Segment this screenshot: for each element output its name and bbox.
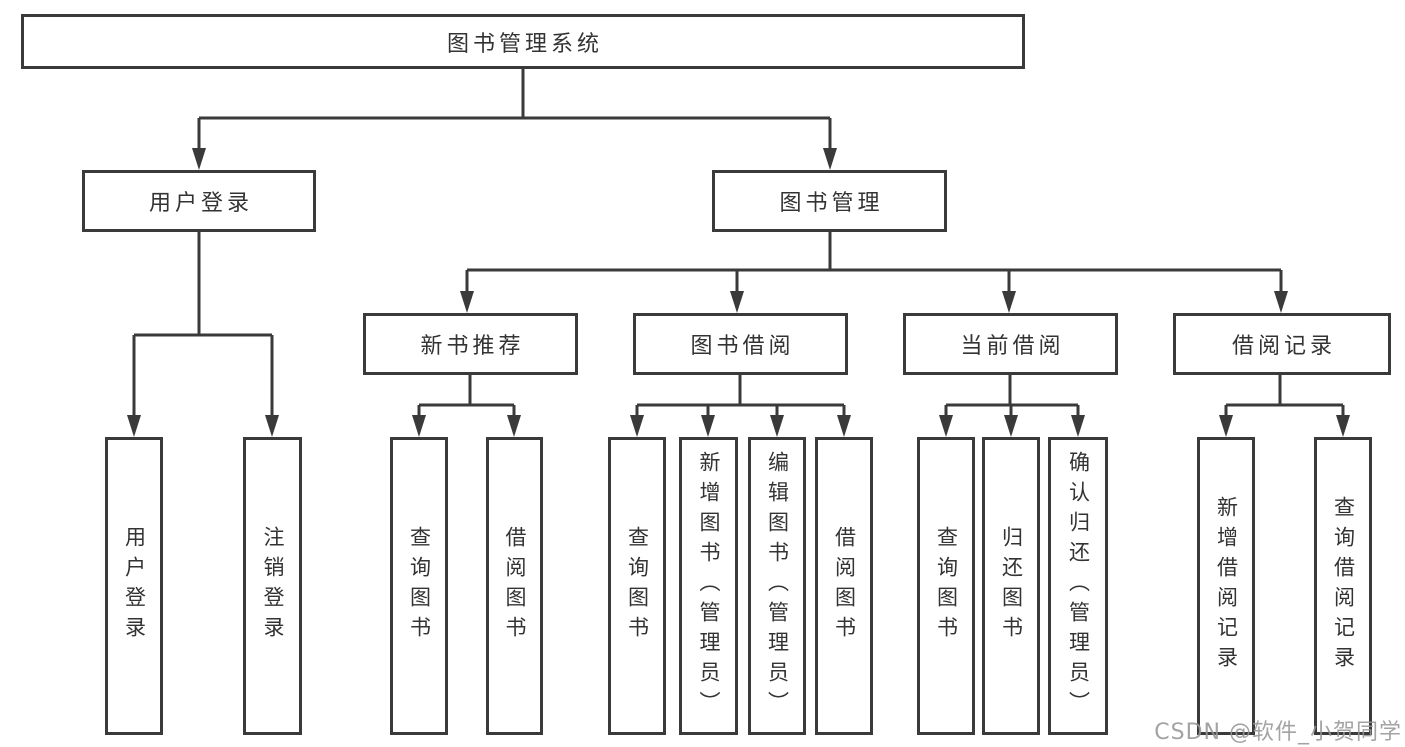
leaf-recommend-borrow-books: 借阅图书 (486, 437, 543, 735)
node-borrowing-records: 借阅记录 (1173, 313, 1391, 375)
node-label: 图书借阅 (690, 334, 795, 359)
leaf-query-borrow-record: 查询借阅记录 (1314, 437, 1372, 735)
node-book-management: 图书管理 (712, 170, 947, 232)
leaf-confirm-return-admin: 确认归还（管理员） (1048, 437, 1108, 735)
node-label: 查询借阅记录 (1331, 496, 1356, 676)
leaf-borrow-borrow-books: 借阅图书 (815, 437, 873, 735)
node-label: 图书管理系统 (446, 31, 603, 57)
leaf-logout: 注销登录 (243, 437, 302, 735)
node-label: 查询图书 (407, 526, 432, 646)
node-label: 借阅记录 (1231, 334, 1336, 359)
node-label: 新增图书（管理员） (697, 451, 721, 721)
leaf-return-books: 归还图书 (982, 437, 1040, 735)
node-label: 查询图书 (934, 526, 959, 646)
node-label: 归还图书 (999, 526, 1024, 646)
node-label: 查询图书 (625, 526, 650, 646)
node-label: 新增借阅记录 (1214, 496, 1239, 676)
node-book-borrowing: 图书借阅 (633, 313, 848, 375)
leaf-edit-books-admin: 编辑图书（管理员） (748, 437, 806, 735)
node-label: 确认归还（管理员） (1066, 451, 1091, 721)
node-label: 当前借阅 (960, 334, 1065, 359)
leaf-borrow-query-books: 查询图书 (608, 437, 666, 735)
node-label: 图书管理 (779, 191, 884, 216)
node-label: 新书推荐 (420, 334, 525, 359)
node-current-borrowing: 当前借阅 (903, 313, 1118, 375)
node-label: 用户登录 (122, 526, 147, 646)
node-label: 注销登录 (261, 526, 285, 646)
node-user-login: 用户登录 (82, 170, 316, 232)
leaf-user-login: 用户登录 (105, 437, 163, 735)
leaf-current-query-books: 查询图书 (917, 437, 975, 735)
node-label: 编辑图书（管理员） (765, 451, 790, 721)
csdn-watermark: CSDN @软件_小贺同学 (1154, 720, 1402, 745)
leaf-add-borrow-record: 新增借阅记录 (1197, 437, 1255, 735)
node-label: 用户登录 (148, 191, 253, 216)
leaf-add-books-admin: 新增图书（管理员） (679, 437, 738, 735)
leaf-recommend-query-books: 查询图书 (390, 437, 448, 735)
node-library-system: 图书管理系统 (21, 14, 1025, 69)
node-label: 借阅图书 (503, 526, 527, 646)
node-new-book-recommendation: 新书推荐 (363, 313, 578, 375)
node-label: 借阅图书 (832, 526, 857, 646)
